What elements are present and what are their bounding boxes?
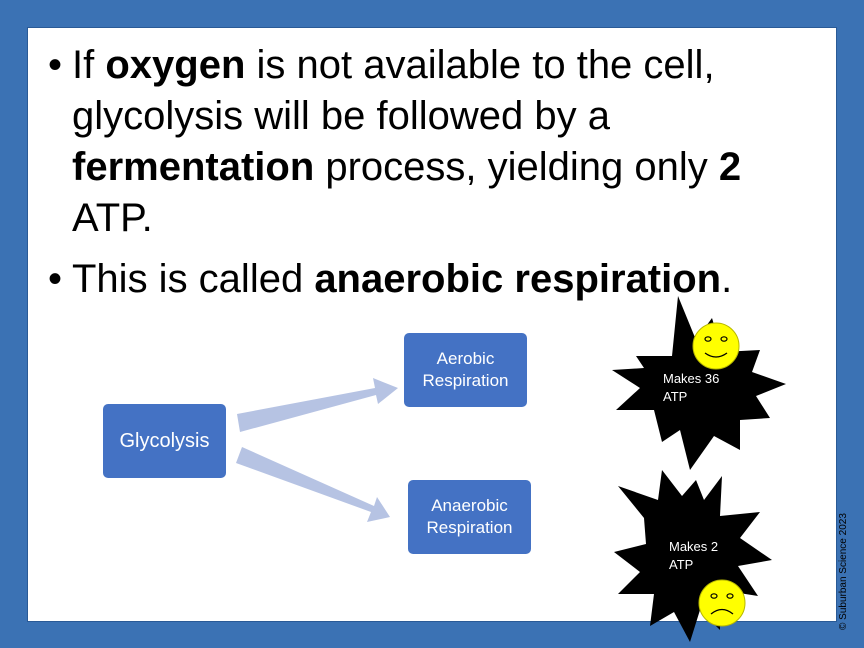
smiley-face-icon: [692, 322, 740, 370]
bullet-list: • If oxygen is not available to the cell…: [48, 40, 808, 305]
anaerobic-respiration-box: Anaerobic Respiration: [408, 480, 531, 554]
glycolysis-box: Glycolysis: [103, 404, 226, 478]
bullet-text: is not available to the cell, glycolysis…: [72, 43, 715, 138]
bullet-dot: •: [48, 257, 63, 301]
arrow-to-anaerobic: [236, 447, 390, 522]
top-star-label: Makes 36 ATP: [663, 370, 719, 406]
anaerobic-label-line1: Anaerobic: [431, 496, 508, 515]
glycolysis-label: Glycolysis: [119, 430, 210, 452]
bullet-item-1: • If oxygen is not available to the cell…: [48, 40, 808, 244]
burst-star-top: [612, 296, 786, 470]
anaerobic-label-line2: Respiration: [426, 518, 513, 537]
bullet-text: This is called: [72, 257, 315, 301]
bullet-bold-oxygen: oxygen: [105, 43, 246, 87]
bullet-item-2: • This is called anaerobic respiration.: [48, 254, 808, 305]
top-star-line1: Makes 36: [663, 371, 720, 386]
bullet-text: If: [72, 43, 106, 87]
aerobic-label-line2: Respiration: [422, 371, 509, 390]
bullet-text: process, yielding only: [314, 145, 719, 189]
bullet-text: ATP.: [72, 196, 153, 240]
bottom-star-line2: ATP: [669, 557, 694, 572]
frowny-face-icon: [698, 579, 746, 627]
bullet-bold-anaerobic: anaerobic respiration: [314, 257, 722, 301]
aerobic-label-line1: Aerobic: [436, 349, 495, 368]
aerobic-respiration-box: Aerobic Respiration: [404, 333, 527, 407]
burst-star-bottom: [614, 470, 772, 642]
bullet-text: .: [721, 257, 733, 301]
bullet-dot: •: [48, 43, 63, 87]
bullet-bold-fermentation: fermentation: [72, 145, 315, 189]
top-star-line2: ATP: [663, 389, 688, 404]
copyright-text: © Suburban Science 2023: [838, 513, 849, 630]
arrow-to-aerobic: [237, 378, 398, 432]
bottom-star-line1: Makes 2: [669, 539, 719, 554]
bottom-star-label: Makes 2 ATP: [669, 538, 718, 574]
bullet-bold-2: 2: [718, 145, 742, 189]
